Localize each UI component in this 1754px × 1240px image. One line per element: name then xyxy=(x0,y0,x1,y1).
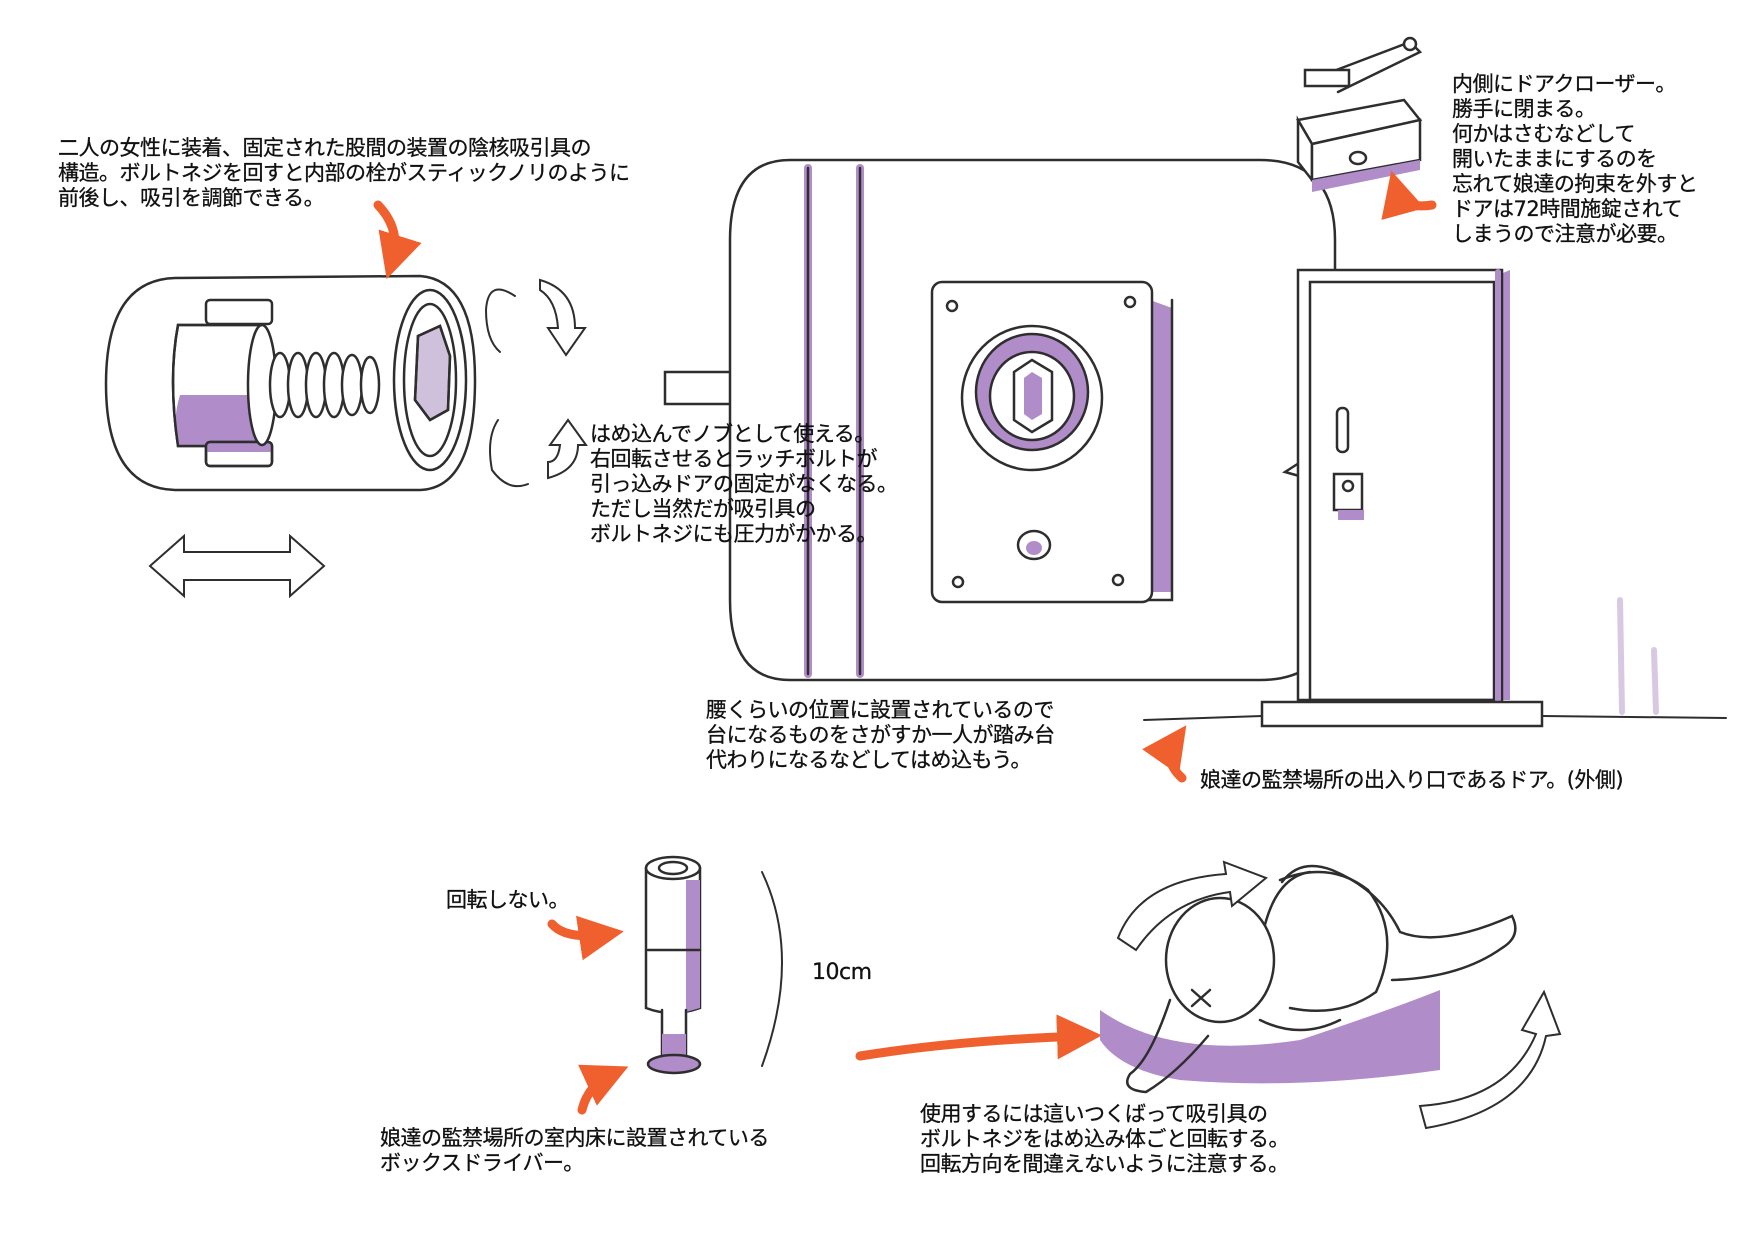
knob-plate-bubble xyxy=(728,158,1337,682)
note-line: 開いたままにするのを xyxy=(1452,147,1657,171)
orange-arrow-closer xyxy=(1381,170,1437,220)
note-line: ボルトネジをはめ込み体ごと回転する。 xyxy=(920,1127,1290,1151)
note-box-driver: 娘達の監禁場所の室内床に設置されている ボックスドライバー。 xyxy=(380,1126,770,1176)
note-line: 娘達の監禁場所の出入り口であるドア。(外側) xyxy=(1200,768,1624,792)
orange-arrow-no-rotate xyxy=(547,915,624,961)
suction-device-drawing xyxy=(104,274,588,599)
note-line: 回転方向を間違えないように注意する。 xyxy=(920,1152,1289,1176)
note-no-rotate: 回転しない。 xyxy=(446,888,570,913)
note-line: 腰くらいの位置に設置されているので xyxy=(706,698,1055,722)
note-line: ボルトネジにも圧力がかかる。 xyxy=(590,522,878,546)
door-drawing xyxy=(1143,268,1727,728)
note-line: 忘れて娘達の拘束を外すと xyxy=(1452,172,1698,196)
note-knob-usage: はめ込んでノブとして使える。 右回転させるとラッチボルトが 引っ込みドアの固定が… xyxy=(590,422,898,547)
note-line: 台になるものをさがすか一人が踏み台 xyxy=(706,723,1055,747)
note-line: しまうので注意が必要。 xyxy=(1452,222,1678,246)
crawling-figure-drawing xyxy=(1100,860,1562,1130)
note-line: 内側にドアクローザー。 xyxy=(1452,72,1677,96)
length-label: 10cm xyxy=(812,960,872,985)
note-line: 回転しない。 xyxy=(446,888,570,912)
orange-arrow-device xyxy=(373,200,422,280)
note-line: 勝手に閉まる。 xyxy=(1452,97,1596,121)
note-line: 引っ込みドアの固定がなくなる。 xyxy=(590,472,898,496)
note-line: 使用するには這いつくばって吸引具の xyxy=(920,1102,1268,1126)
note-line: ドアは72時間施錠されて xyxy=(1452,197,1683,221)
note-line: ボックスドライバー。 xyxy=(380,1151,585,1175)
note-door-closer: 内側にドアクローザー。 勝手に閉まる。 何かはさむなどして 開いたままにするのを… xyxy=(1452,72,1698,247)
note-door-caption: 娘達の監禁場所の出入り口であるドア。(外側) xyxy=(1200,768,1624,793)
orange-arrow-box-driver xyxy=(577,1064,629,1115)
note-line: 娘達の監禁場所の室内床に設置されている xyxy=(380,1126,770,1150)
note-line: 何かはさむなどして xyxy=(1452,122,1636,146)
note-line: 前後し、吸引を調節できる。 xyxy=(58,186,325,210)
note-line: 10cm xyxy=(812,960,872,985)
box-driver-drawing xyxy=(644,855,783,1075)
note-waist-height: 腰くらいの位置に設置されているので 台になるものをさがすか一人が踏み台 代わりに… xyxy=(706,698,1055,773)
door-closer-drawing xyxy=(1296,36,1423,192)
note-line: ただし当然だが吸引具の xyxy=(590,497,816,521)
note-line: 二人の女性に装着、固定された股間の装置の陰核吸引具の xyxy=(58,136,592,160)
note-usage: 使用するには這いつくばって吸引具の ボルトネジをはめ込み体ごと回転する。 回転方… xyxy=(920,1102,1290,1177)
orange-arrow-door xyxy=(1142,725,1187,783)
orange-arrow-long xyxy=(855,1014,1102,1061)
note-line: 構造。ボルトネジを回すと内部の栓がスティックノリのように xyxy=(58,161,630,185)
note-line: 右回転させるとラッチボルトが xyxy=(590,447,878,471)
note-line: 代わりになるなどしてはめ込もう。 xyxy=(706,748,1032,772)
note-line: はめ込んでノブとして使える。 xyxy=(590,422,876,446)
note-suction-device: 二人の女性に装着、固定された股間の装置の陰核吸引具の 構造。ボルトネジを回すと内… xyxy=(58,136,630,211)
